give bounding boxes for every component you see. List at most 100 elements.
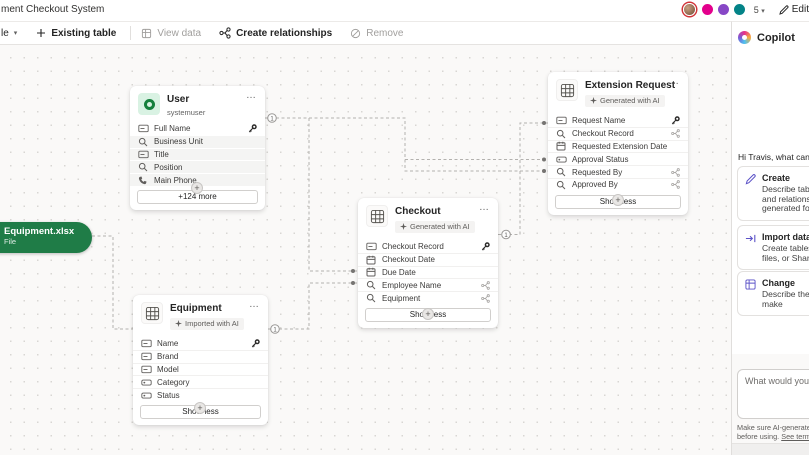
table-title: Equipment: [170, 303, 222, 314]
field-row-business-unit[interactable]: Business Unit: [130, 134, 265, 148]
choice-field-icon: [141, 377, 152, 387]
table-icon: [142, 28, 152, 38]
card-menu-button[interactable]: …: [249, 299, 260, 310]
card-menu-button[interactable]: …: [246, 90, 257, 101]
table-logical-name: systemuser: [167, 108, 206, 117]
view-data-button[interactable]: View data: [141, 28, 201, 39]
edit-button[interactable]: Edit: [779, 4, 809, 15]
field-label: Equipment: [382, 293, 421, 303]
ai-badge: Generated with AI: [585, 94, 665, 107]
field-label: Position: [154, 162, 183, 172]
field-label: Requested By: [572, 167, 623, 177]
copilot-header: Copilot: [738, 31, 795, 44]
presence-count[interactable]: 5 ▾: [753, 4, 765, 15]
field-row-main-phone[interactable]: Main Phone: [130, 173, 265, 186]
field-row-title[interactable]: Title: [130, 147, 265, 161]
lookup-field-icon: [366, 293, 377, 303]
field-row-category[interactable]: Category: [133, 375, 268, 388]
table-edit-icon: [745, 278, 756, 309]
see-terms-link[interactable]: See terms: [781, 432, 809, 441]
avatar[interactable]: [700, 3, 714, 16]
table-card-extension-request[interactable]: Extension Request Generated with AI … Re…: [548, 72, 688, 215]
field-label: Checkout Date: [382, 255, 435, 265]
table-entity-icon: [556, 79, 578, 101]
lookup-field-icon: [366, 280, 377, 290]
field-row-checkout-date[interactable]: Checkout Date: [358, 252, 498, 266]
ai-badge: Generated with AI: [395, 220, 475, 233]
field-row-full-name[interactable]: Full Name: [130, 122, 265, 135]
text-field-icon: [141, 352, 152, 362]
existing-table-button[interactable]: Existing table: [36, 28, 116, 39]
copilot-greeting: Hi Travis, what can I he: [738, 152, 809, 162]
field-row-employee-name[interactable]: Employee Name: [358, 278, 498, 291]
field-row-status[interactable]: Status: [133, 388, 268, 401]
cardinality-one-node: 1: [270, 324, 280, 334]
cardinality-one-node: 1: [267, 113, 277, 123]
avatar[interactable]: [682, 3, 696, 16]
erd-canvas[interactable]: 1 1 1 Equipment.xlsx File User systemuse…: [0, 45, 731, 455]
remove-button[interactable]: Remove: [350, 28, 403, 39]
chevron-down-icon: ▾: [13, 30, 18, 37]
toolbar-divider: [130, 26, 132, 40]
add-column-button[interactable]: +: [612, 194, 624, 206]
field-row-model[interactable]: Model: [133, 362, 268, 376]
field-label: Brand: [157, 352, 179, 362]
text-field-icon: [138, 149, 149, 159]
ai-badge: Imported with AI: [170, 317, 244, 330]
table-card-checkout[interactable]: Checkout Generated with AI … Checkout Re…: [358, 198, 498, 328]
copilot-prompt-input[interactable]: [737, 369, 809, 419]
relationship-icon: [670, 129, 680, 139]
sparkle-icon: [400, 223, 407, 230]
field-row-due-date[interactable]: Due Date: [358, 265, 498, 279]
copilot-logo-icon: [738, 31, 751, 44]
lookup-field-icon: [556, 167, 567, 177]
new-table-menu[interactable]: le▾: [1, 27, 18, 39]
text-field-icon: [556, 115, 567, 125]
file-name: Equipment.xlsx: [4, 226, 75, 237]
app-title: ment Checkout System: [1, 4, 105, 15]
avatar[interactable]: [732, 3, 746, 16]
text-field-icon: [366, 241, 377, 251]
pen-icon: [745, 173, 756, 214]
user-entity-icon: [138, 93, 160, 115]
field-row-position[interactable]: Position: [130, 160, 265, 174]
field-row-name[interactable]: Name: [133, 337, 268, 350]
pencil-icon: [779, 4, 789, 15]
field-label: Full Name: [154, 123, 191, 133]
avatar[interactable]: [716, 3, 730, 16]
excel-file-node[interactable]: Equipment.xlsx File: [0, 222, 92, 253]
field-row-request-name[interactable]: Request Name: [548, 114, 688, 127]
field-row-requested-extension-date[interactable]: Requested Extension Date: [548, 139, 688, 153]
choice-field-icon: [141, 390, 152, 400]
field-label: Requested Extension Date: [572, 141, 668, 151]
sparkle-icon: [175, 320, 182, 327]
lookup-field-icon: [556, 129, 567, 139]
add-column-button[interactable]: +: [194, 402, 206, 414]
relationships-icon: [219, 27, 231, 39]
create-relationships-button[interactable]: Create relationships: [219, 27, 332, 39]
field-row-checkout-record[interactable]: Checkout Record: [358, 240, 498, 253]
field-row-requested-by[interactable]: Requested By: [548, 165, 688, 178]
copilot-panel: Copilot Hi Travis, what can I he CreateD…: [731, 21, 809, 455]
field-row-approval-status[interactable]: Approval Status: [548, 152, 688, 165]
import-icon: [745, 232, 756, 263]
table-title: Extension Request: [585, 80, 676, 91]
plus-icon: [37, 29, 46, 37]
add-column-button[interactable]: +: [422, 308, 434, 320]
add-column-button[interactable]: +: [191, 182, 203, 194]
choice-field-icon: [556, 154, 567, 164]
field-label: Checkout Record: [572, 129, 634, 139]
field-row-brand[interactable]: Brand: [133, 349, 268, 363]
field-row-approved-by[interactable]: Approved By: [548, 177, 688, 191]
field-row-equipment[interactable]: Equipment: [358, 291, 498, 304]
field-label: Main Phone: [154, 175, 197, 185]
table-title: Checkout: [395, 206, 441, 217]
card-menu-button[interactable]: …: [479, 202, 490, 213]
field-row-checkout-record[interactable]: Checkout Record: [548, 126, 688, 140]
primary-key-icon: [247, 123, 257, 133]
card-menu-button[interactable]: …: [669, 76, 680, 87]
